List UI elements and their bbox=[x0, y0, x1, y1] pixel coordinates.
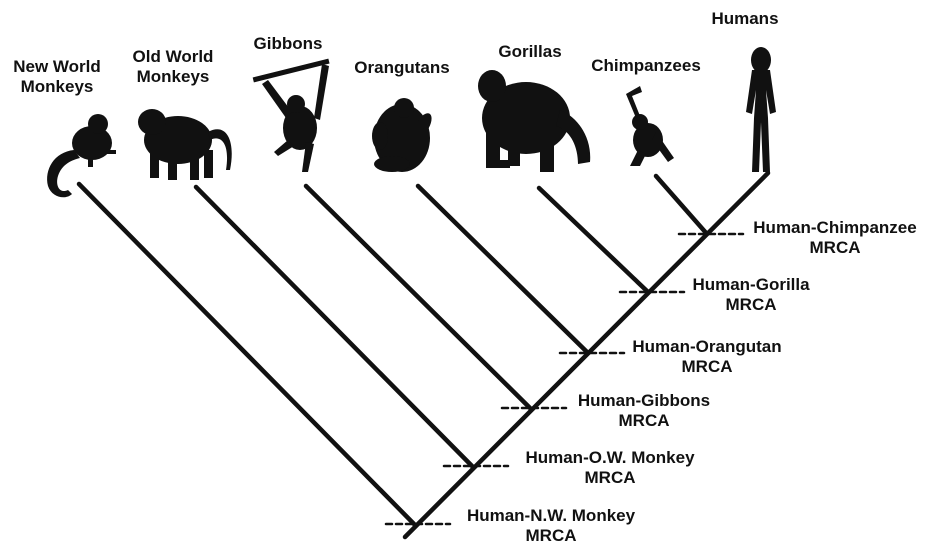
taxon-label-new-world-monkeys: New World Monkeys bbox=[0, 57, 114, 97]
branch-gibbons bbox=[306, 186, 530, 408]
taxon-label-gorillas: Gorillas bbox=[482, 42, 578, 62]
taxon-label-old-world-monkeys: Old World Monkeys bbox=[118, 47, 228, 87]
node-label-human-gibbons: Human-Gibbons MRCA bbox=[562, 391, 726, 431]
branch-old-world-monkeys bbox=[196, 187, 472, 466]
branch-gorillas bbox=[539, 188, 648, 292]
taxon-label-orangutans: Orangutans bbox=[342, 58, 462, 78]
baboon-silhouette bbox=[138, 109, 232, 180]
orangutan-silhouette bbox=[372, 98, 432, 172]
node-label-human-nw-monkey: Human-N.W. Monkey MRCA bbox=[448, 506, 654, 546]
taxon-label-humans: Humans bbox=[700, 9, 790, 29]
node-label-human-gorilla: Human-Gorilla MRCA bbox=[676, 275, 826, 315]
node-label-human-chimpanzee: Human-Chimpanzee MRCA bbox=[736, 218, 934, 258]
node-label-human-orangutan: Human-Orangutan MRCA bbox=[616, 337, 798, 377]
gibbon-silhouette bbox=[253, 59, 330, 172]
taxon-label-gibbons: Gibbons bbox=[240, 34, 336, 54]
gorilla-silhouette bbox=[478, 70, 590, 172]
node-label-human-ow-monkey: Human-O.W. Monkey MRCA bbox=[506, 448, 714, 488]
chimpanzee-silhouette bbox=[626, 86, 674, 166]
taxon-label-chimpanzees: Chimpanzees bbox=[582, 56, 710, 76]
human-silhouette bbox=[746, 47, 776, 172]
branch-chimpanzees bbox=[656, 176, 707, 234]
